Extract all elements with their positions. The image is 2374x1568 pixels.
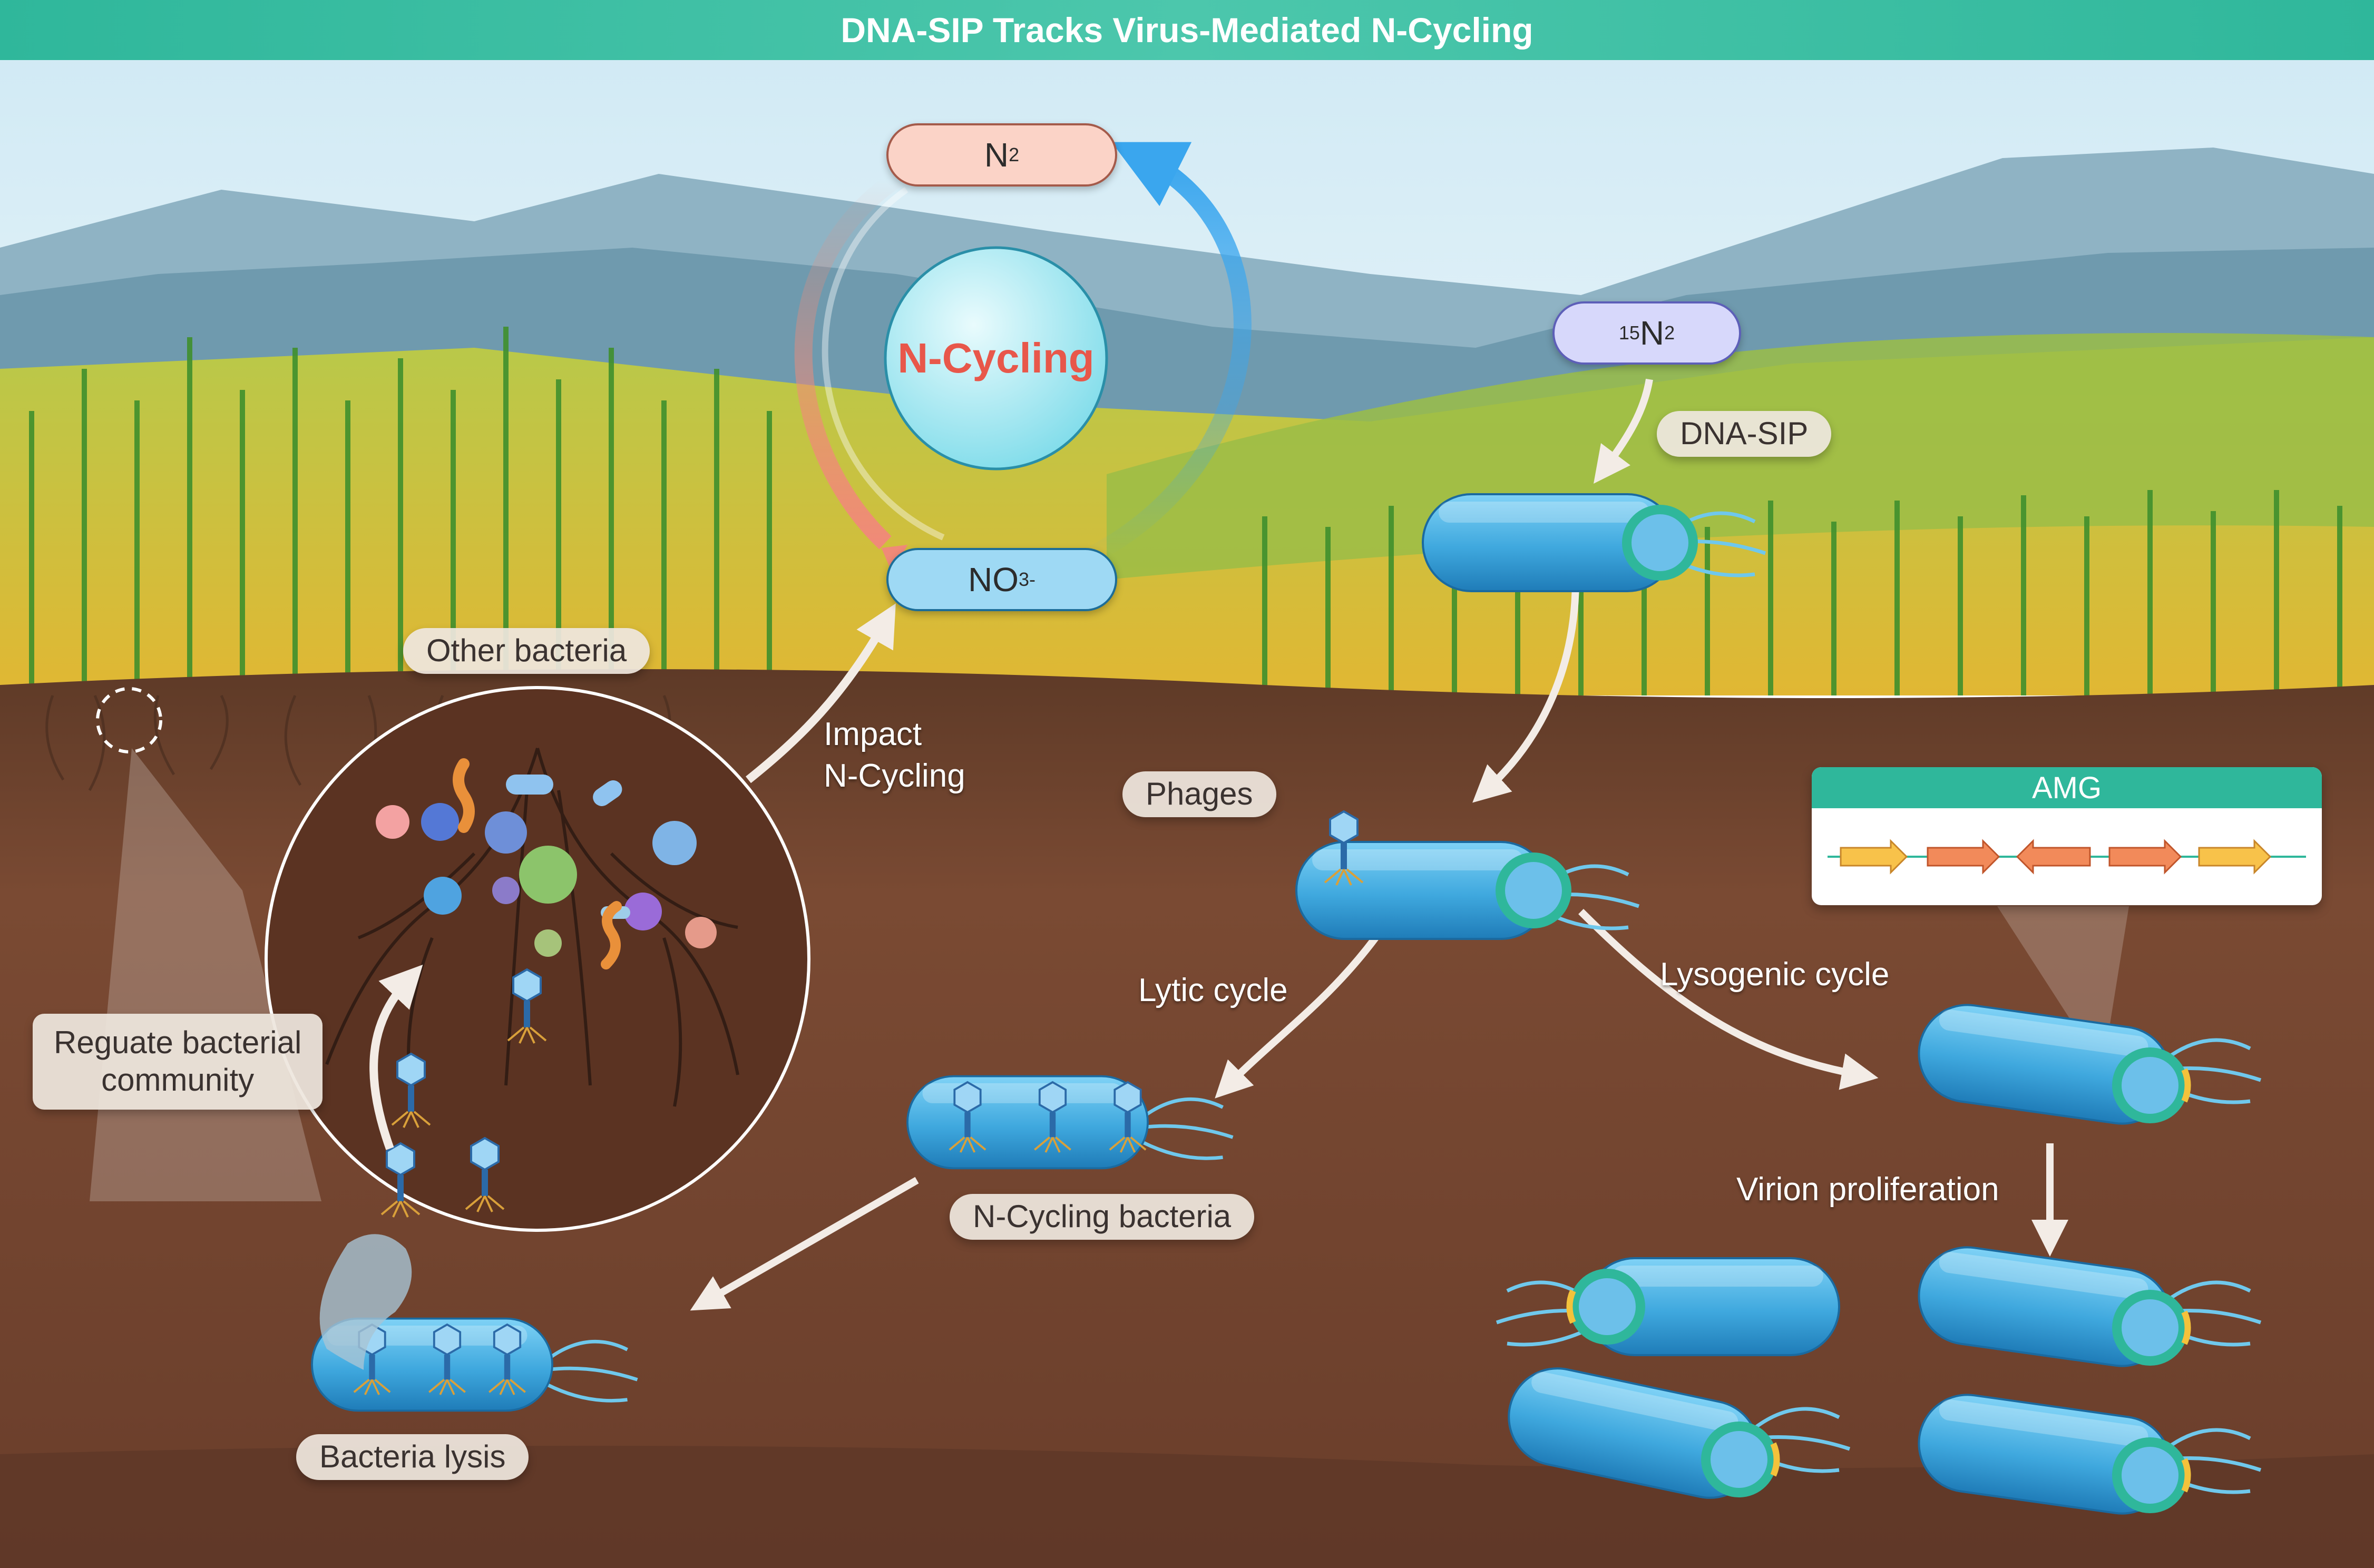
phages-label: Phages <box>1122 771 1276 817</box>
lytic-cycle-label: Lytic cycle <box>1138 972 1288 1008</box>
virion-proliferation-label: Virion proliferation <box>1736 1171 1999 1208</box>
amg-panel: AMG <box>1812 767 2322 905</box>
n-cycling-center-label: N-Cycling <box>897 335 1095 381</box>
lysogenic-cycle-label: Lysogenic cycle <box>1660 956 1890 993</box>
no3-sup: - <box>1029 569 1036 590</box>
15n2-sub: 2 <box>1664 322 1675 344</box>
dna-sip-label: DNA-SIP <box>1657 411 1832 457</box>
impact-line-1: Impact <box>824 716 922 752</box>
impact-line-2: N-Cycling <box>824 758 965 795</box>
amg-header: AMG <box>1812 767 2322 808</box>
regulate-line-1: Reguate bacterial <box>54 1025 302 1060</box>
impact-label: Impact N-Cycling <box>824 713 965 797</box>
title-bar: DNA-SIP Tracks Virus-Mediated N-Cycling <box>0 0 2374 60</box>
n2-sub: 2 <box>1009 144 1020 165</box>
n-cycling-bacteria-label: N-Cycling bacteria <box>950 1194 1255 1240</box>
bacteria-lysis-label: Bacteria lysis <box>296 1434 529 1480</box>
other-bacteria-label: Other bacteria <box>403 628 650 674</box>
15n2-base: N <box>1639 314 1665 352</box>
no3-sub: 3 <box>1018 569 1030 590</box>
regulate-community-label: Reguate bacterial community <box>33 1014 323 1110</box>
page-title: DNA-SIP Tracks Virus-Mediated N-Cycling <box>841 11 1533 50</box>
regulate-line-2: community <box>101 1062 255 1097</box>
no3-base: NO <box>968 561 1019 599</box>
amg-gene-arrows <box>1828 839 2306 875</box>
15n2-sup: 15 <box>1618 322 1640 344</box>
n2-base: N <box>984 136 1009 174</box>
